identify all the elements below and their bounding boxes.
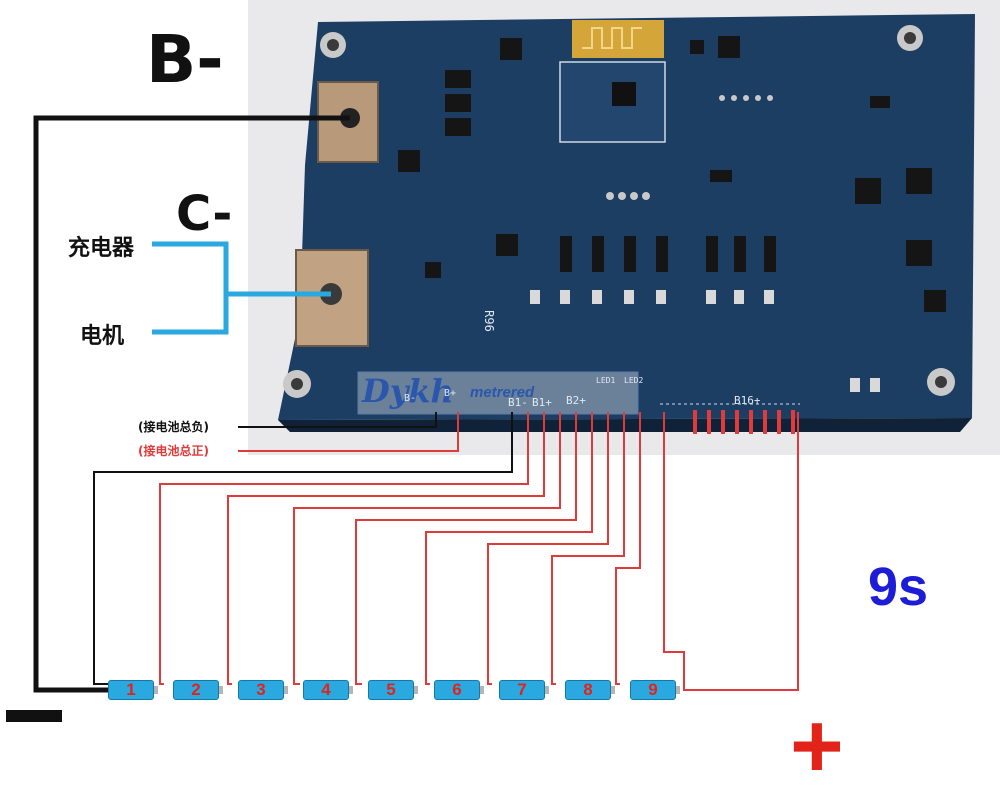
led1-label: LED1 (596, 376, 616, 385)
pcb-board (278, 14, 975, 420)
battery-cell: 5 (368, 680, 418, 700)
pin-label-bplus: B+ (444, 388, 457, 399)
note-total-positive: (接电池总正) (138, 444, 209, 458)
battery-cell: 4 (303, 680, 353, 700)
battery-cell: 8 (565, 680, 615, 700)
battery-cell: 9 (630, 680, 680, 700)
lead-note-positive (238, 412, 459, 452)
motor-label: 电机 (80, 324, 125, 349)
battery-cell: 1 (108, 680, 158, 700)
charger-label: 充电器 (68, 236, 135, 261)
note-total-negative: (接电池总负) (138, 420, 209, 434)
silkscreen-r96: R96 (481, 310, 496, 332)
pin-label-bminus: B- (404, 393, 417, 404)
pin-label-b1minus: B1- (508, 396, 528, 409)
battery-cell: 6 (434, 680, 484, 700)
mounting-holes (283, 25, 955, 398)
battery-cell: 3 (238, 680, 288, 700)
pin-label-b1plus: B1+ (532, 396, 552, 409)
wire-main-negative (33, 115, 350, 693)
battery-cell: 7 (499, 680, 549, 700)
balance-wires (159, 412, 799, 691)
lead-note-negative (238, 412, 437, 428)
pin-label-b2plus: B2+ (566, 394, 586, 407)
antenna-chip (572, 20, 664, 58)
led2-label: LED2 (624, 376, 644, 385)
pcb-components (398, 36, 946, 312)
c-minus-label: C- (176, 186, 233, 242)
pin-label-b16plus: B16+ (734, 394, 761, 407)
pcb-vias (606, 95, 773, 200)
b-minus-label: B- (146, 21, 224, 98)
wire-charger (152, 241, 229, 294)
watermark-metrered: metrered (470, 384, 535, 401)
battery-cell: 2 (173, 680, 223, 700)
pcb-smd-parts (530, 290, 880, 392)
series-count-label: 9s (868, 557, 929, 617)
wire-motor (152, 294, 229, 335)
watermark-box (357, 371, 639, 415)
watermark-dykh: Dykh (362, 372, 454, 410)
balance-header-pins (693, 410, 795, 434)
plus-sign: + (790, 695, 844, 797)
wire-b1-minus (93, 412, 513, 685)
minus-sign (6, 710, 62, 722)
